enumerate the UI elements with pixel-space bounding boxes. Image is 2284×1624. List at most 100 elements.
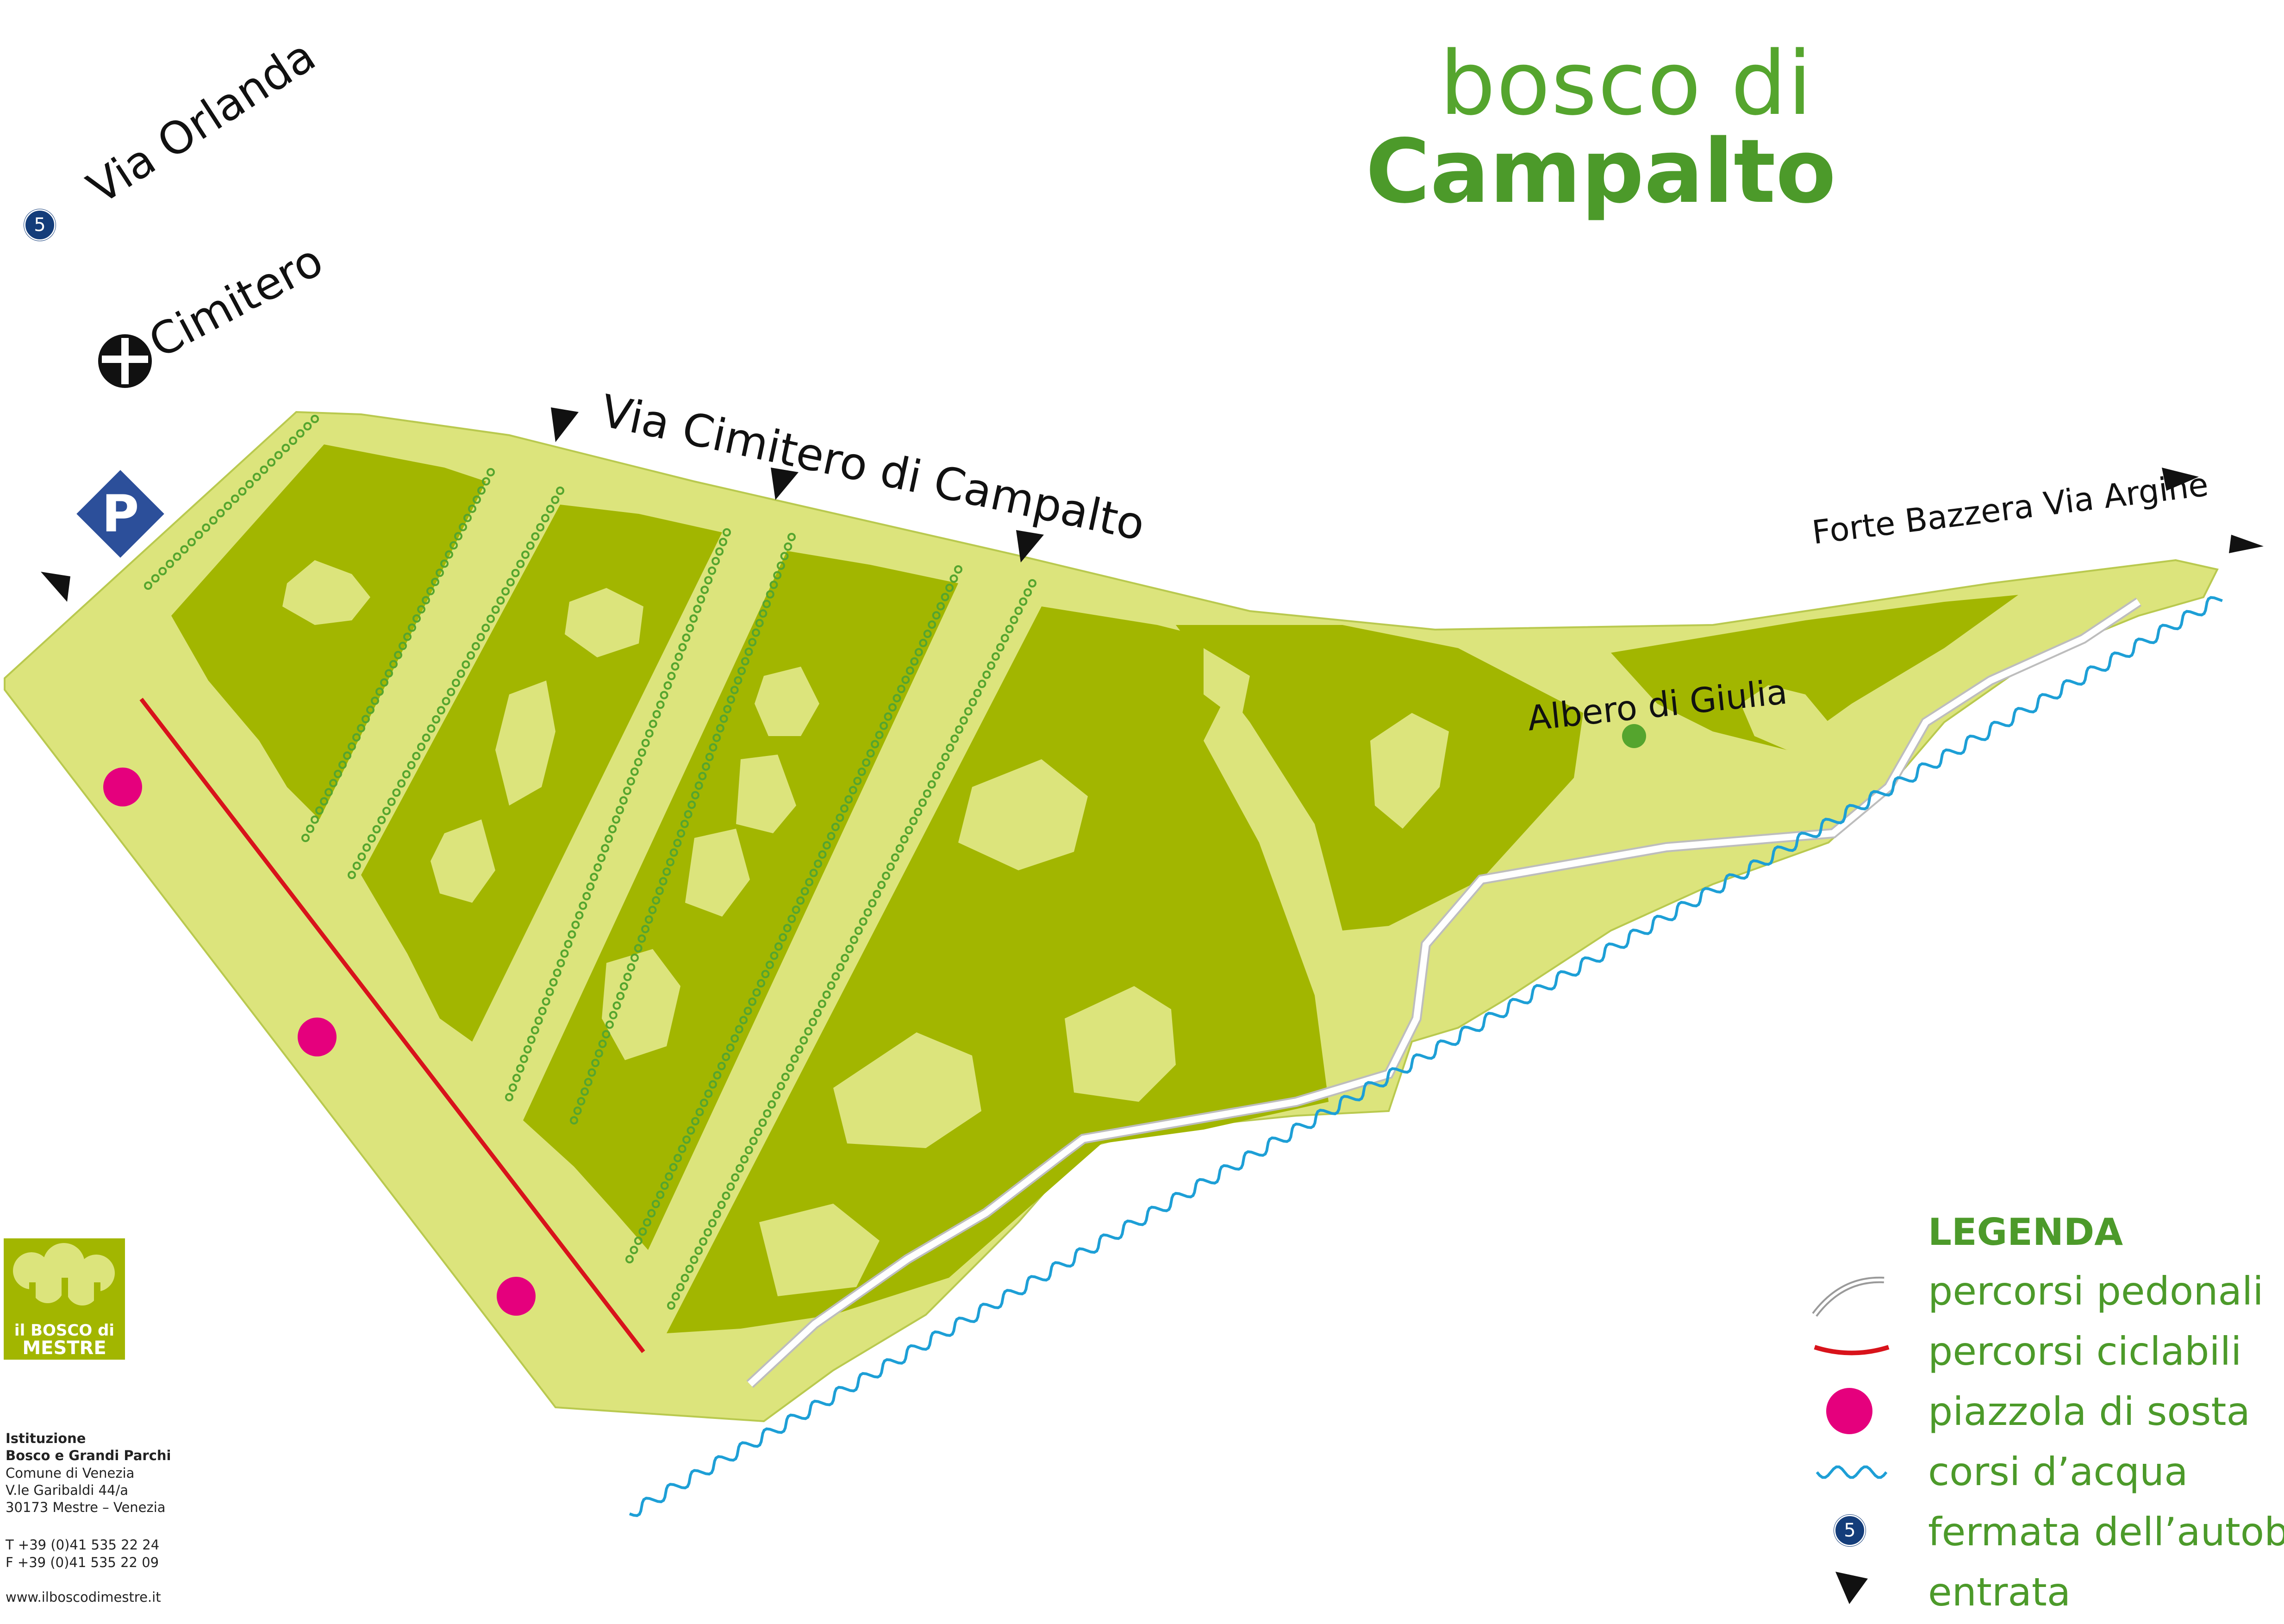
tree	[641, 738, 650, 747]
legend-bus-stop-icon: 5	[1834, 1515, 1866, 1546]
bus-stop-icon: 5	[24, 209, 56, 241]
tree	[634, 1237, 643, 1245]
tree	[173, 552, 181, 561]
tree	[996, 643, 1005, 652]
tree	[389, 660, 398, 668]
tree	[590, 873, 599, 881]
tree	[773, 571, 782, 580]
tree	[656, 1190, 665, 1199]
tree	[505, 1093, 513, 1101]
tree	[436, 568, 444, 577]
legend-title: LEGENDA	[1928, 1211, 2123, 1254]
tree	[651, 1199, 660, 1208]
tree	[463, 513, 472, 522]
tree	[678, 643, 687, 652]
tree	[895, 844, 904, 853]
tree	[296, 429, 305, 438]
tree	[357, 724, 365, 732]
tree	[608, 825, 617, 833]
tree	[637, 934, 646, 943]
tree	[682, 1135, 691, 1144]
tree	[362, 715, 370, 724]
tree	[144, 581, 152, 590]
tree	[417, 605, 425, 614]
tree	[594, 1049, 603, 1058]
tree	[534, 1016, 543, 1025]
tree	[800, 887, 809, 896]
tree	[623, 787, 631, 795]
tree	[715, 547, 724, 556]
tree	[511, 568, 520, 577]
legend-label-rest-area: piazzola di sosta	[1928, 1389, 2250, 1434]
tree	[723, 705, 732, 713]
tree	[787, 914, 796, 923]
tree	[371, 696, 379, 705]
tree	[726, 1043, 735, 1052]
tree	[660, 691, 668, 700]
tree	[666, 858, 674, 867]
tree	[648, 906, 657, 914]
tree	[690, 1255, 699, 1264]
tree	[919, 638, 928, 647]
rest-area	[497, 1277, 536, 1316]
tree	[638, 1227, 647, 1236]
tree	[757, 979, 765, 987]
tree	[338, 761, 347, 769]
tree	[823, 841, 831, 849]
tree	[580, 1087, 589, 1096]
tree	[431, 578, 439, 586]
tree	[814, 859, 823, 868]
tree	[804, 1027, 813, 1036]
tree	[702, 762, 711, 771]
tree	[166, 560, 174, 568]
tree	[909, 817, 918, 825]
info-fax: F +39 (0)41 535 22 09	[6, 1555, 159, 1570]
tree	[605, 1020, 614, 1029]
tree	[722, 1052, 730, 1061]
tree	[818, 850, 827, 859]
tree	[630, 953, 639, 962]
tree	[659, 877, 668, 886]
bus-stop-number: 5	[34, 214, 46, 236]
tree	[752, 988, 761, 997]
tree	[519, 1055, 528, 1063]
clearing	[495, 681, 555, 806]
tree	[827, 832, 836, 841]
tree	[759, 609, 768, 618]
tree	[763, 1109, 772, 1118]
tree	[591, 1059, 600, 1068]
tree	[669, 848, 678, 857]
info-web[interactable]: www.ilboscodimestre.it	[6, 1589, 161, 1605]
tree	[564, 940, 573, 949]
tree	[521, 550, 530, 559]
tree	[202, 523, 211, 532]
entrance-arrow-icon	[2162, 468, 2199, 491]
clearing	[685, 829, 750, 917]
tree	[736, 1164, 744, 1173]
footpath-icon	[1812, 1276, 1885, 1317]
tree	[992, 652, 1000, 661]
tree	[840, 804, 849, 813]
tree	[352, 733, 361, 742]
tree	[694, 781, 703, 790]
tree	[892, 694, 901, 703]
tree	[910, 657, 919, 666]
tree	[380, 678, 388, 687]
tree	[348, 742, 356, 751]
tree	[669, 1163, 678, 1172]
wood-strip-6	[1611, 595, 2018, 750]
tree	[717, 1200, 726, 1209]
tree	[506, 578, 515, 587]
tree	[281, 443, 290, 452]
tree	[726, 1182, 735, 1191]
tree	[792, 906, 800, 914]
tree	[545, 987, 554, 996]
tree	[748, 638, 757, 647]
tree	[634, 758, 643, 767]
tree	[677, 829, 686, 838]
tree	[914, 648, 923, 656]
tree	[546, 505, 555, 513]
tree	[740, 1155, 749, 1164]
tree	[699, 1099, 708, 1107]
